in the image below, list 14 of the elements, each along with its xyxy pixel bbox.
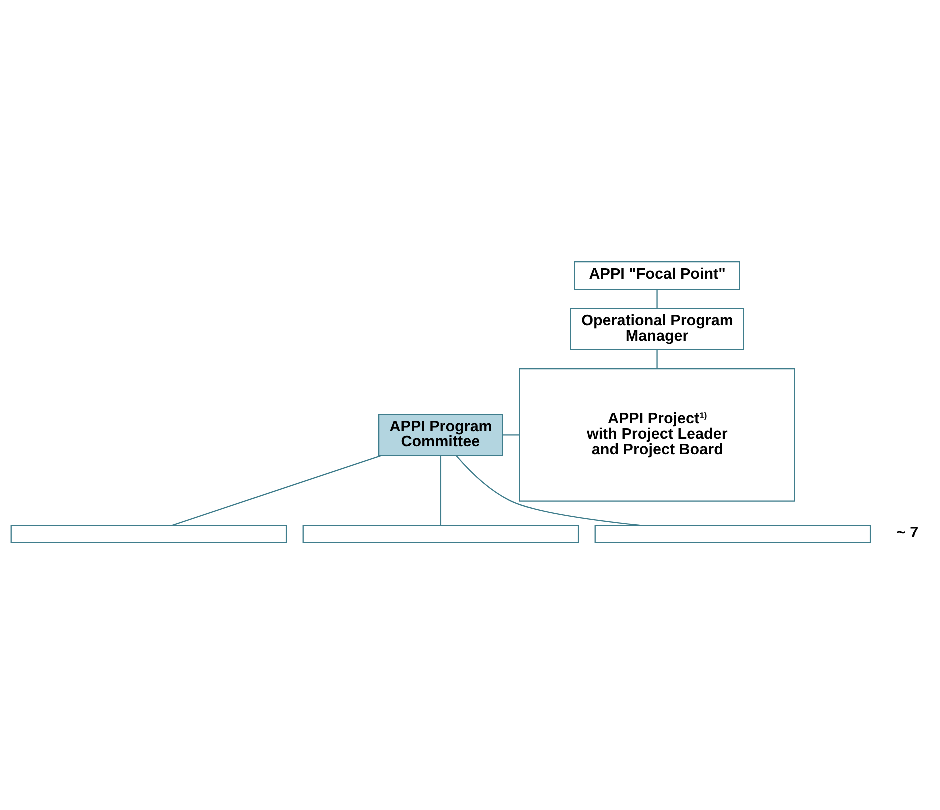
node-box: Operational Program Manager [570,308,744,351]
node-box: APPI Program Committee [378,414,504,456]
node-box: APPI "Focal Point" [574,261,740,290]
connector [503,434,520,436]
node-box [302,525,580,544]
connector [456,456,642,526]
node-box [594,525,872,544]
connector [440,456,442,526]
connector [656,350,658,370]
connector [172,455,382,526]
label: ~ 7 [896,524,919,542]
node-box [10,525,288,544]
node-box: APPI Project$^{1)}$ with Project Leader and Project Board [519,368,796,502]
connector [656,290,658,309]
